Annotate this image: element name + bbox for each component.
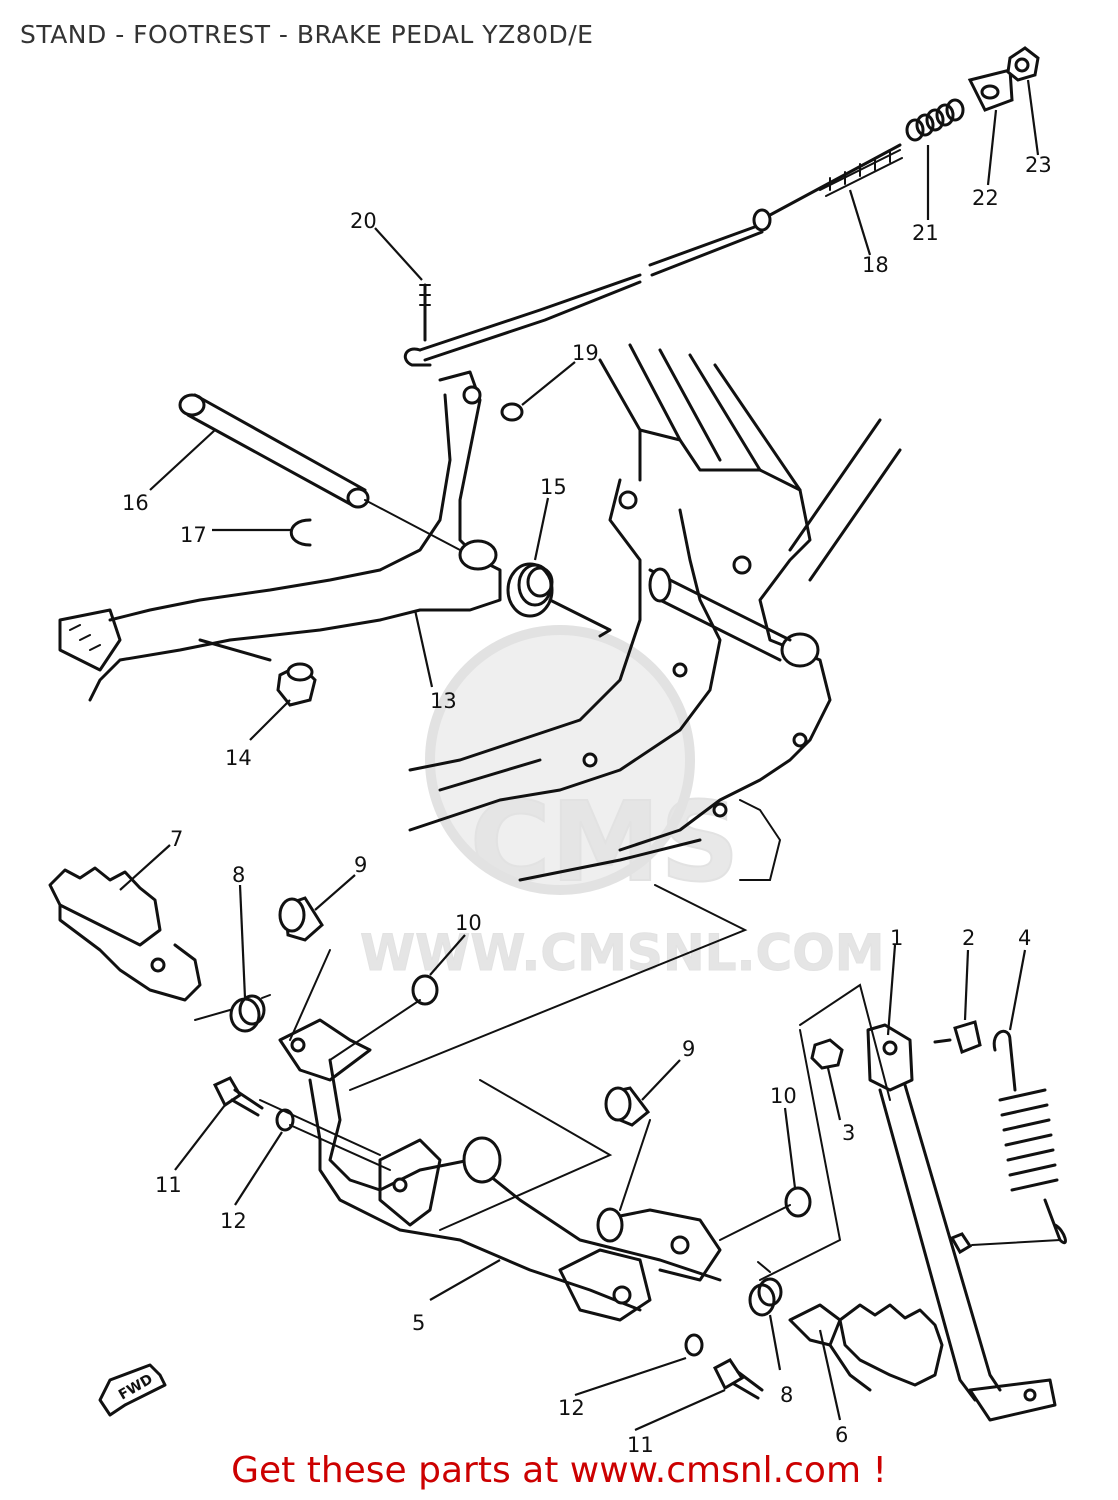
callout-6: 6 [835,1423,848,1447]
callout-9-right: 9 [682,1037,695,1061]
cotter-pin [419,283,431,342]
callout-13: 13 [430,689,457,713]
washer-10-left [411,974,439,1006]
callout-22: 22 [972,186,999,210]
callout-12-right: 12 [558,1396,585,1420]
clip-12-right [684,1333,704,1357]
callout-19: 19 [572,341,599,365]
footrest-pin-right [604,1086,651,1127]
callout-21: 21 [912,221,939,245]
callout-1: 1 [890,926,903,950]
callout-4: 4 [1018,926,1031,950]
callout-9-left: 9 [354,853,367,877]
callout-11-right: 11 [627,1433,654,1457]
page-title: STAND - FOOTREST - BRAKE PEDAL YZ80D/E [20,20,594,49]
footrest-pin-left [278,896,324,942]
pedal-bushing [276,662,317,707]
callout-20: 20 [350,209,377,233]
circlip [289,518,312,547]
callout-17: 17 [180,523,207,547]
callout-7: 7 [170,827,183,851]
adjuster-joint [967,68,1014,112]
footrest-spring-left [229,994,271,1033]
callout-10-left: 10 [455,911,482,935]
washer-19 [500,402,524,422]
frame-bracket [408,343,902,882]
callout-12-left: 12 [220,1209,247,1233]
callout-8-left: 8 [232,863,245,887]
clip-12-left [275,1108,295,1132]
stand-spring [949,1029,1067,1255]
callout-16: 16 [122,491,149,515]
callout-3: 3 [842,1121,855,1145]
fwd-arrow-icon: FWD [98,1363,167,1417]
footrest-right [788,1303,944,1392]
brake-rod [403,143,903,367]
watermark-url: WWW.CMSNL.COM [360,924,885,982]
leader-lines [119,79,1040,1432]
brake-pedal [58,370,502,702]
callout-18: 18 [862,253,889,277]
footer-link[interactable]: Get these parts at www.cmsnl.com ! [231,1450,887,1491]
callout-11-left: 11 [155,1173,182,1197]
adjuster-spring [905,98,965,142]
callout-14: 14 [225,746,252,770]
footrest-left [48,866,231,1021]
footrest-bracket [278,1018,722,1322]
washer-10-right [784,1186,812,1218]
footrest-spring-right [748,1261,783,1317]
return-spring [506,562,612,638]
stand-bolt [933,1020,982,1054]
side-stand [866,1023,1057,1422]
callout-labels: 1 2 3 4 5 6 7 8 8 9 9 10 10 11 11 12 12 … [122,153,1052,1457]
callout-23: 23 [1025,153,1052,177]
bolt-right [713,1358,764,1400]
callout-8-right: 8 [780,1383,793,1407]
bolt-left [212,1076,264,1117]
stand-nut [810,1038,844,1070]
watermark: CMS WWW.CMSNL.COM [360,625,885,983]
adjusting-nut [1006,46,1040,82]
callout-2: 2 [962,926,975,950]
callout-5: 5 [412,1311,425,1335]
pivot-shaft [178,393,461,551]
callout-10-right: 10 [770,1084,797,1108]
assembly-lines [259,884,1061,1281]
callout-15: 15 [540,475,567,499]
